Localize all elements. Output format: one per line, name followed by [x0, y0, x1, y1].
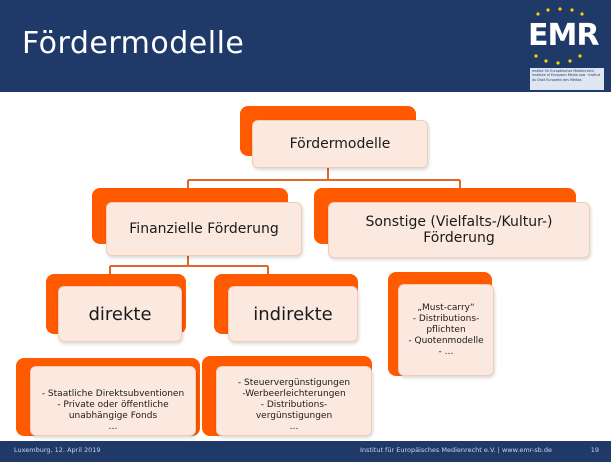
- list-item: …: [108, 422, 118, 432]
- list-item: - Staatliche Direktsubventionen: [41, 389, 185, 399]
- footer-date: Luxemburg, 12. April 2019: [14, 446, 101, 454]
- emr-logo: EMR Institut für Europäisches Medienrech…: [524, 6, 606, 90]
- other-label: Sonstige (Vielfalts-/Kultur-) Förderung: [328, 202, 590, 258]
- logo-subtitle: Institut für Europäisches Medienrecht · …: [530, 68, 604, 90]
- financial-label: Finanzielle Förderung: [106, 202, 302, 256]
- logo-stars-icon: [534, 7, 584, 65]
- direct-list: - Staatliche Direktsubventionen - Privat…: [30, 366, 196, 436]
- list-item: - …: [438, 346, 454, 357]
- slide-title: Fördermodelle: [22, 26, 245, 61]
- indirect-label: indirekte: [228, 286, 358, 342]
- indirect-list: - Steuervergünstigungen -Werbeerleichter…: [216, 366, 372, 436]
- list-item: - Private oder öffentliche unabhängige F…: [57, 400, 169, 421]
- footer-institute: Institut für Europäisches Medienrecht e.…: [360, 446, 552, 454]
- slide-header: Fördermodelle EMR Institut für Europäisc…: [0, 0, 611, 92]
- logo-wordmark: EMR: [528, 18, 599, 53]
- other-list: „Must-carry“ - Distributions-pflichten -…: [398, 284, 494, 376]
- list-item: - Quotenmodelle: [408, 335, 484, 346]
- list-item: - Distributions-pflichten: [412, 313, 480, 335]
- list-item: -Werbeerleichterungen: [242, 389, 346, 399]
- slide-footer: Luxemburg, 12. April 2019 Institut für E…: [0, 441, 611, 462]
- list-item: …: [289, 422, 299, 432]
- page-number: 19: [590, 446, 599, 454]
- direct-label: direkte: [58, 286, 182, 342]
- root-label: Fördermodelle: [252, 120, 428, 168]
- list-item: - Distributions-vergünstigungen: [255, 400, 333, 421]
- list-item: „Must-carry“: [417, 302, 475, 313]
- list-item: - Steuervergünstigungen: [237, 378, 351, 388]
